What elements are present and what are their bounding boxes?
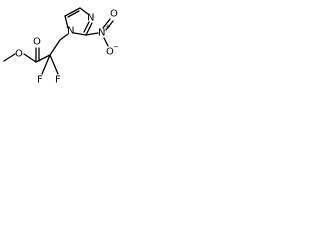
atom-n-imine: N — [87, 13, 94, 24]
atom-f-2: F — [55, 75, 61, 86]
bond-c5-c4-inner — [67, 10, 80, 18]
atom-o-nitro-minus: O — [106, 47, 114, 58]
bond-c2-nnitro — [85, 32, 99, 36]
atom-o-carbonyl: O — [33, 37, 41, 48]
bond-nnitro-o-b — [105, 20, 114, 31]
bond-oester-carbonyl — [23, 53, 37, 63]
atom-o-nitro-double: O — [110, 9, 118, 20]
bond-cf2-f1 — [41, 54, 51, 75]
bond-cf2-f2 — [49, 54, 59, 75]
bond-c5-c4 — [64, 7, 81, 17]
bond-c2-n1 — [73, 32, 87, 36]
bond-carbonyl-cf2 — [35, 54, 51, 63]
atom-n-ring: N — [67, 26, 74, 37]
bond-cf2-ch2 — [49, 39, 61, 56]
atom-n-nitro: N — [98, 28, 105, 39]
bond-layer — [3, 7, 114, 75]
bond-nnitro-ominus — [103, 37, 109, 47]
bond-methyl-oester — [3, 53, 16, 62]
bond-c4-n3 — [79, 7, 89, 15]
bond-nnitro-o-a — [102, 18, 111, 29]
bond-n3-c2 — [85, 22, 93, 36]
atom-f-1: F — [37, 75, 43, 86]
bond-n1-c5 — [64, 15, 69, 29]
chemical-structure-diagram: O O F F N N N + O O − — [3, 7, 119, 86]
bond-n3-c2-inner — [83, 21, 90, 33]
bond-ch2-n1 — [59, 33, 69, 41]
atom-o-ester: O — [15, 49, 23, 60]
atom-label-layer: O O F F N N N + O O − — [15, 9, 119, 86]
atom-o-nitro-minus-charge: − — [113, 43, 119, 51]
atom-n-nitro-charge: + — [105, 23, 111, 31]
